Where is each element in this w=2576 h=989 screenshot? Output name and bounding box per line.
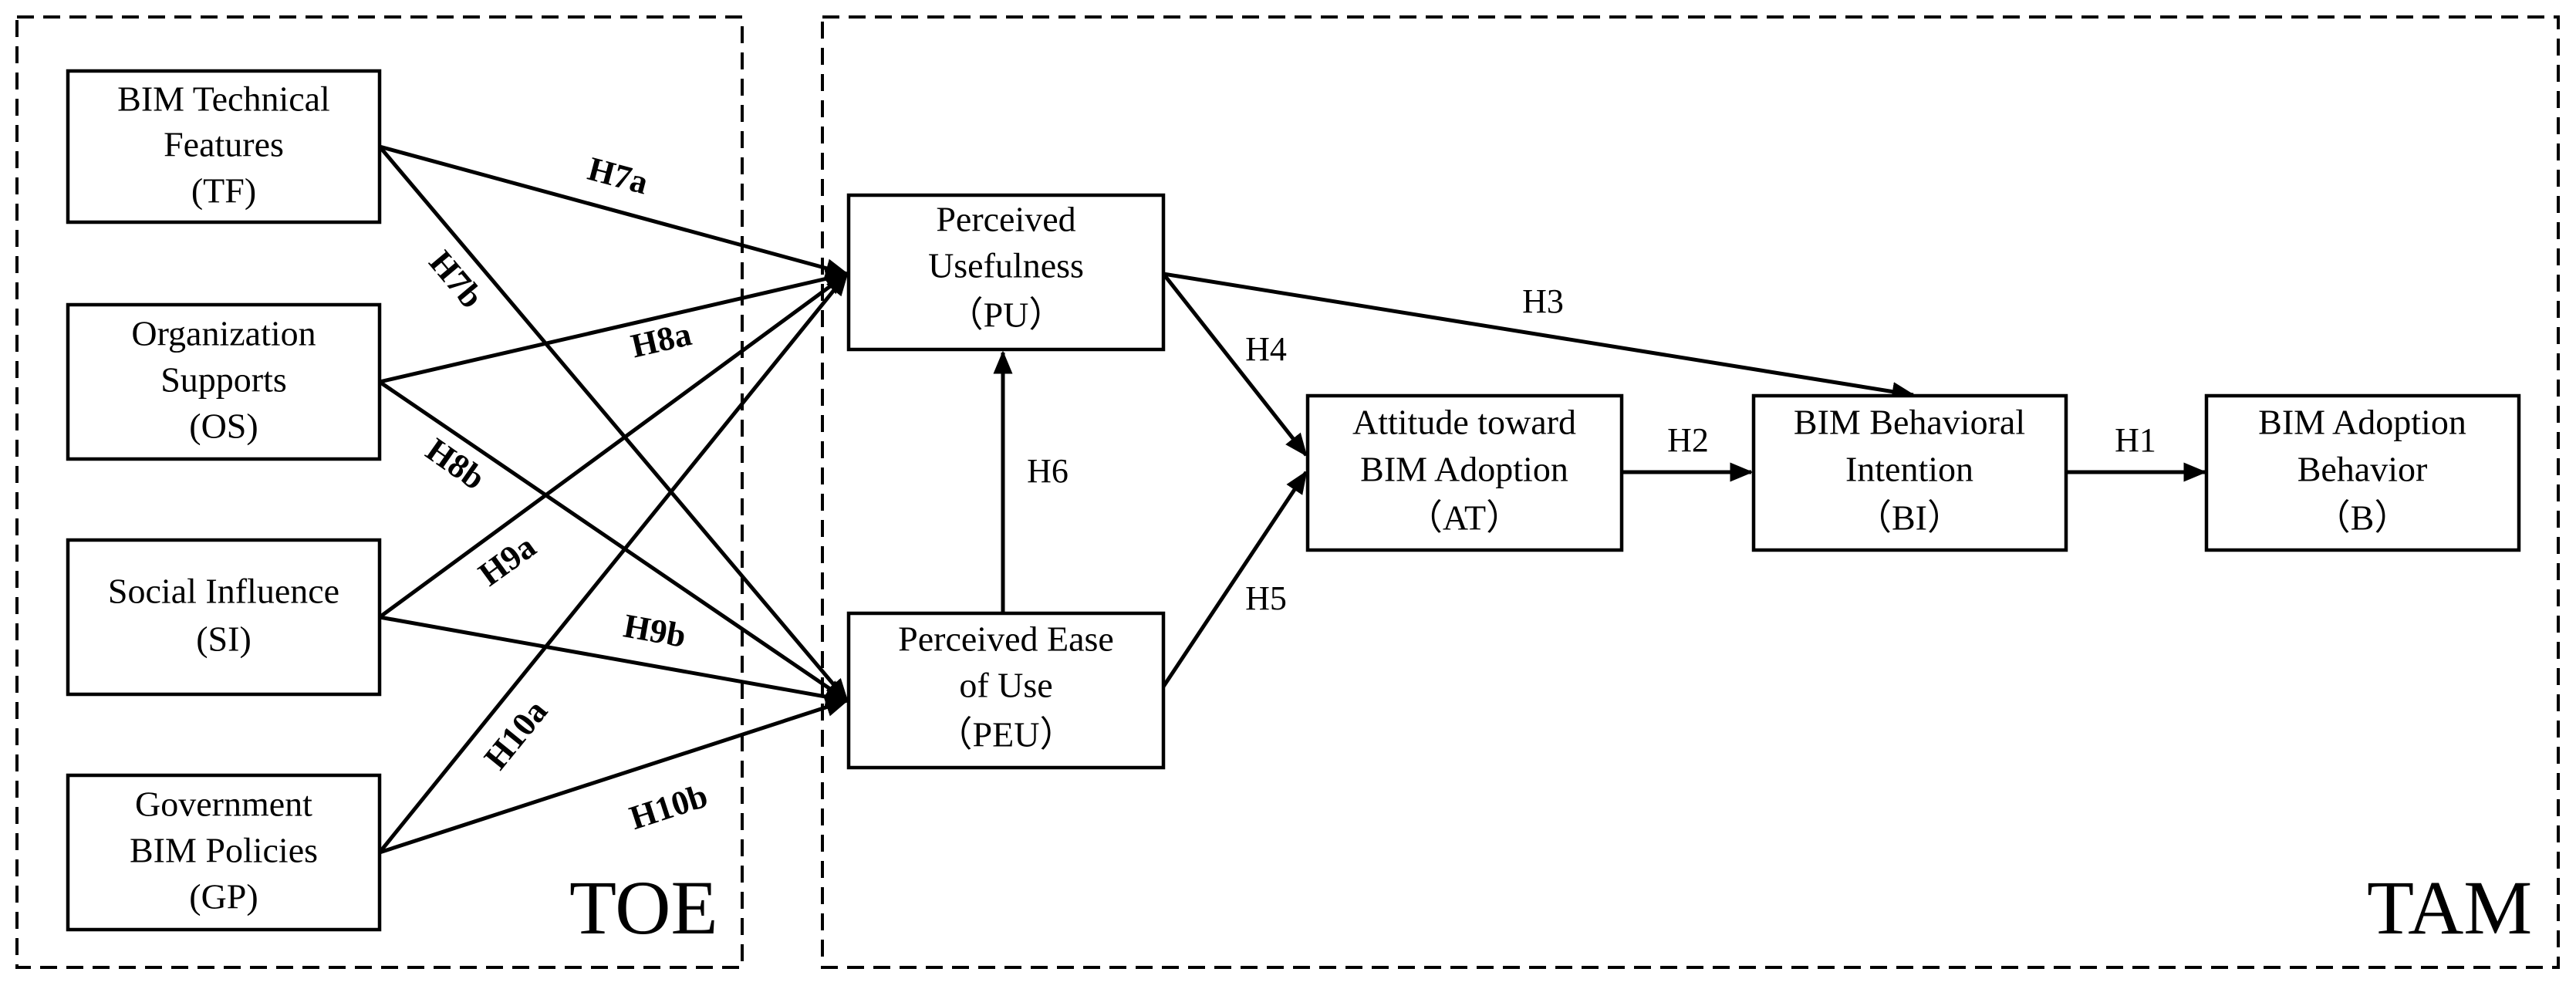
node-tf: BIM Technical Features (TF)	[66, 69, 382, 224]
label-h8b: H8b	[419, 430, 491, 497]
label-h6: H6	[1027, 452, 1069, 490]
node-bi-line-2: Intention	[1845, 450, 1973, 489]
node-gp-line-2: BIM Policies	[130, 831, 318, 870]
label-h7a: H7a	[584, 150, 652, 202]
edge-h4	[1162, 272, 1308, 457]
node-b-line-3: （B）	[2315, 498, 2410, 538]
node-bi-line-3: （BI）	[1856, 498, 1963, 538]
node-b-line-1: BIM Adoption	[2258, 403, 2466, 442]
edge-h7a	[379, 144, 849, 278]
label-h9b: H9b	[621, 607, 689, 655]
node-tf-line-2: Features	[164, 125, 284, 164]
label-h9a: H9a	[471, 528, 542, 594]
edge-h8b	[378, 380, 849, 703]
label-h1: H1	[2115, 421, 2156, 459]
node-pu-line-2: Usefulness	[928, 246, 1084, 285]
label-h10b: H10b	[625, 777, 712, 837]
node-os-line-3: (OS)	[189, 407, 258, 446]
node-gp: Government BIM Policies (GP)	[66, 773, 382, 932]
node-bi-line-1: BIM Behavioral	[1794, 403, 2025, 442]
node-peu-line-1: Perceived Ease	[898, 619, 1114, 659]
edge-h5	[1161, 470, 1308, 688]
node-si-line-1: Social Influence	[108, 572, 339, 611]
node-gp-line-3: (GP)	[189, 877, 258, 916]
tam-frame	[821, 15, 2560, 969]
node-at-line-3: （AT）	[1407, 498, 1521, 538]
node-pu-line-1: Perceived	[936, 200, 1075, 239]
edge-h10b	[379, 697, 849, 855]
node-os: Organization Supports (OS)	[66, 302, 382, 461]
label-h4: H4	[1245, 330, 1287, 368]
node-os-line-2: Supports	[160, 360, 287, 400]
toe-frame-label: TOE	[569, 865, 718, 950]
node-b: BIM Adoption Behavior （B）	[2204, 393, 2521, 552]
node-os-line-1: Organization	[131, 314, 316, 353]
node-tf-line-3: (TF)	[191, 171, 256, 211]
node-b-line-2: Behavior	[2297, 450, 2428, 489]
edge-h9a	[378, 272, 849, 619]
edge-h3	[1163, 272, 1916, 401]
label-h3: H3	[1522, 282, 1564, 320]
node-pu: Perceived Usefulness （PU）	[846, 193, 1166, 352]
label-h10a: H10a	[477, 693, 555, 777]
node-peu-line-2: of Use	[959, 666, 1052, 705]
node-at-line-2: BIM Adoption	[1360, 450, 1568, 489]
node-peu: Perceived Ease of Use （PEU）	[846, 611, 1166, 770]
node-at: Attitude toward BIM Adoption （AT）	[1305, 393, 1624, 552]
edge-h7b	[378, 145, 849, 702]
tam-frame-label: TAM	[2367, 865, 2532, 950]
edge-h10a	[378, 272, 849, 854]
label-h5: H5	[1245, 579, 1287, 617]
node-pu-line-3: （PU）	[948, 295, 1065, 335]
node-at-line-1: Attitude toward	[1352, 403, 1576, 442]
toe-frame	[15, 15, 744, 969]
label-h7b: H7b	[422, 244, 491, 316]
node-bi: BIM Behavioral Intention （BI）	[1751, 393, 2068, 552]
label-h2: H2	[1667, 421, 1709, 459]
node-tf-line-1: BIM Technical	[117, 79, 330, 119]
node-si-line-2: (SI)	[196, 619, 252, 659]
edge-h8a	[379, 269, 849, 384]
node-si: Social Influence (SI)	[66, 538, 382, 697]
edge-h9b	[379, 615, 849, 707]
node-peu-line-3: （PEU）	[937, 715, 1075, 754]
node-gp-line-1: Government	[135, 785, 312, 824]
